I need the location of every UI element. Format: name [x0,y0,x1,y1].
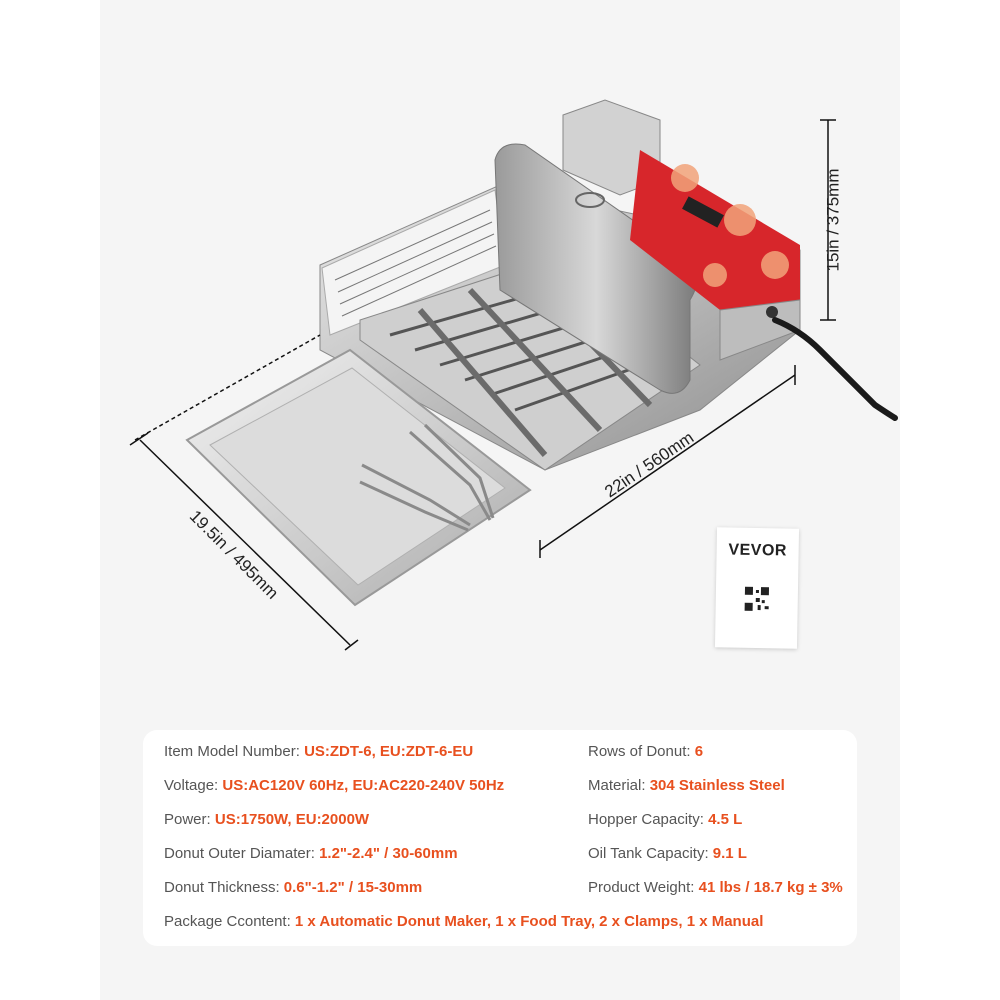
spec-power: Power: US:1750W, EU:2000W [164,811,370,828]
spec-voltage: Voltage: US:AC120V 60Hz, EU:AC220-240V 5… [164,777,505,794]
dimension-lines [129,119,836,651]
spec-card: Item Model Number: US:ZDT-6, EU:ZDT-6-EU… [143,730,857,946]
control-panel [630,150,800,310]
qr-code-icon [743,585,771,613]
spec-hopper: Hopper Capacity: 4.5 L [588,811,743,828]
spec-model: Item Model Number: US:ZDT-6, EU:ZDT-6-EU [164,743,474,760]
clamps [359,423,495,532]
power-cord [772,317,898,421]
spec-outer-diameter: Donut Outer Diamater: 1.2"-2.4" / 30-60m… [164,845,458,862]
spec-material: Material: 304 Stainless Steel [588,777,785,794]
manual-brand-logo: VEVOR [728,541,788,560]
spec-rows: Rows of Donut: 6 [588,743,704,760]
spec-oil-tank: Oil Tank Capacity: 9.1 L [588,845,747,862]
user-manual: VEVOR [714,527,800,649]
product-illustration [129,99,898,651]
spec-thickness: Donut Thickness: 0.6"-1.2" / 15-30mm [164,879,423,896]
height-dimension-label: 15in / 375mm [823,168,843,272]
spec-package: Package Ccontent: 1 x Automatic Donut Ma… [164,913,764,930]
food-tray [185,348,532,607]
spec-weight: Product Weight: 41 lbs / 18.7 kg ± 3% [588,879,843,896]
donut-machine [319,99,898,471]
